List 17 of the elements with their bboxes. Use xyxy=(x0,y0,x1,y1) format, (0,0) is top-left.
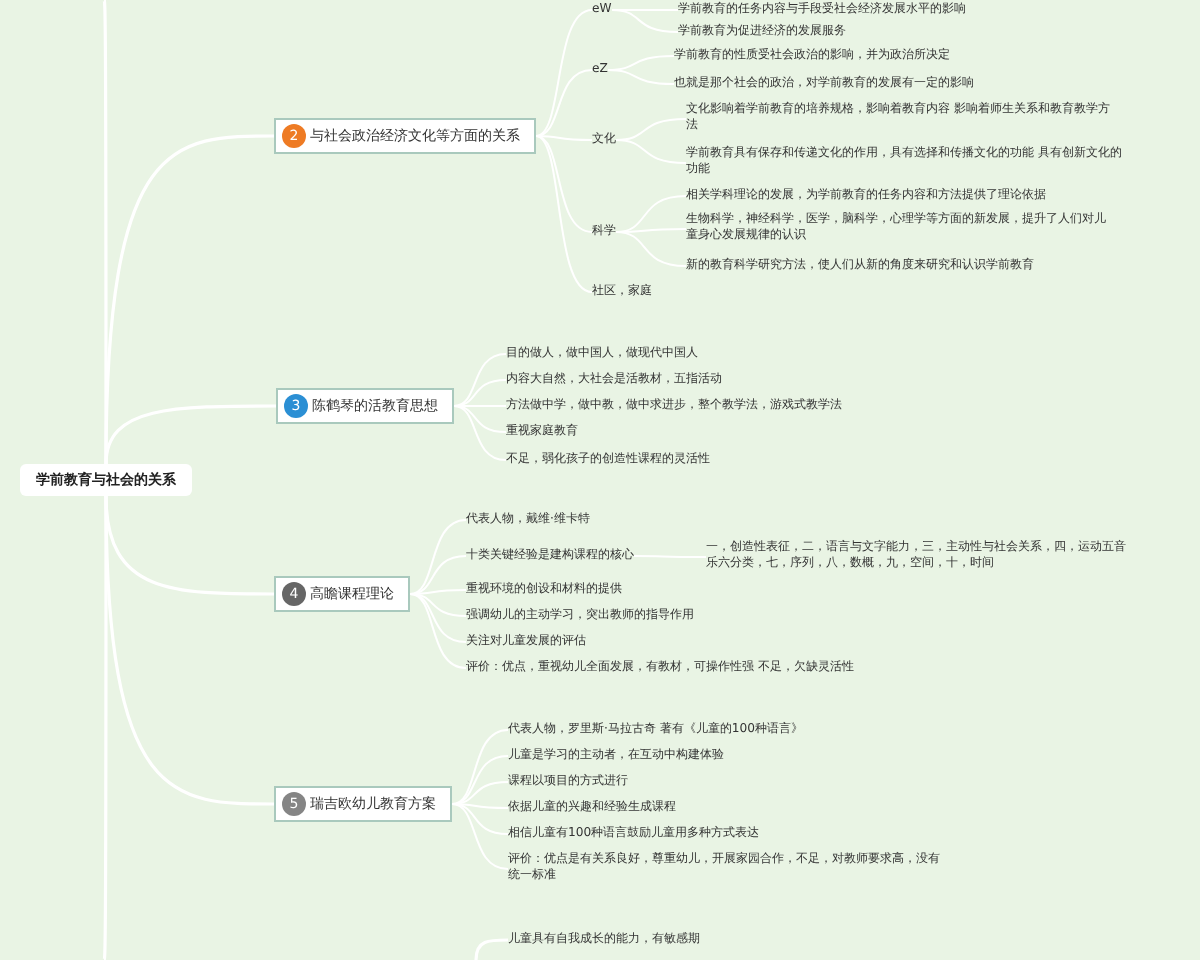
connector-line xyxy=(453,405,507,461)
connector-line xyxy=(453,353,507,407)
topic-box xyxy=(274,786,452,822)
connector-line xyxy=(615,231,687,267)
connector-line xyxy=(615,139,687,164)
connector-line xyxy=(535,9,593,137)
connector-line xyxy=(451,729,509,805)
connector-line xyxy=(409,593,467,669)
connector-line xyxy=(409,519,467,595)
connector-line xyxy=(611,9,679,33)
connector-line xyxy=(451,803,509,870)
connector-line xyxy=(535,135,593,293)
topic-box xyxy=(274,118,536,154)
topic-box xyxy=(276,388,454,424)
connector-line xyxy=(474,938,508,960)
connector-line xyxy=(607,69,675,85)
topic-box xyxy=(274,576,410,612)
